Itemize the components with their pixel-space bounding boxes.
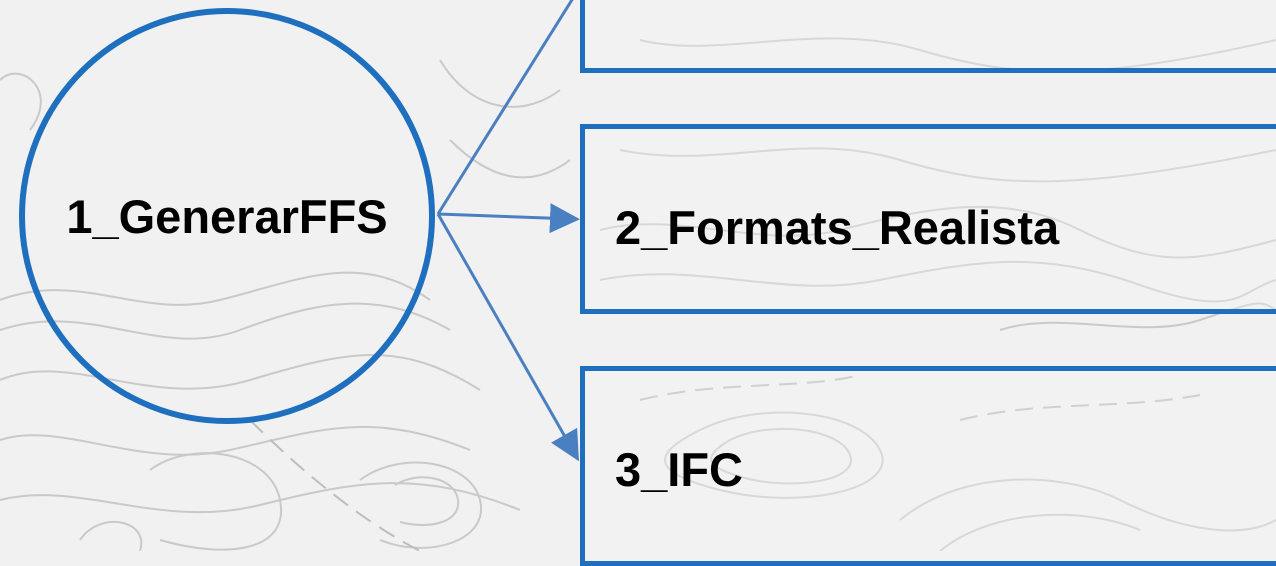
child-node-box-formats-realista: 2_Formats_Realista [580, 124, 1276, 314]
root-node-circle: 1_GenerarFFS [19, 8, 435, 424]
child-node-box-ifc: 3_IFC [580, 366, 1276, 566]
child-node-label-ifc: 3_IFC [615, 443, 743, 496]
root-node-label: 1_GenerarFFS [66, 189, 388, 243]
child-node-label-formats-realista: 2_Formats_Realista [615, 201, 1060, 254]
child-node-box-top-cropped [580, 0, 1276, 73]
